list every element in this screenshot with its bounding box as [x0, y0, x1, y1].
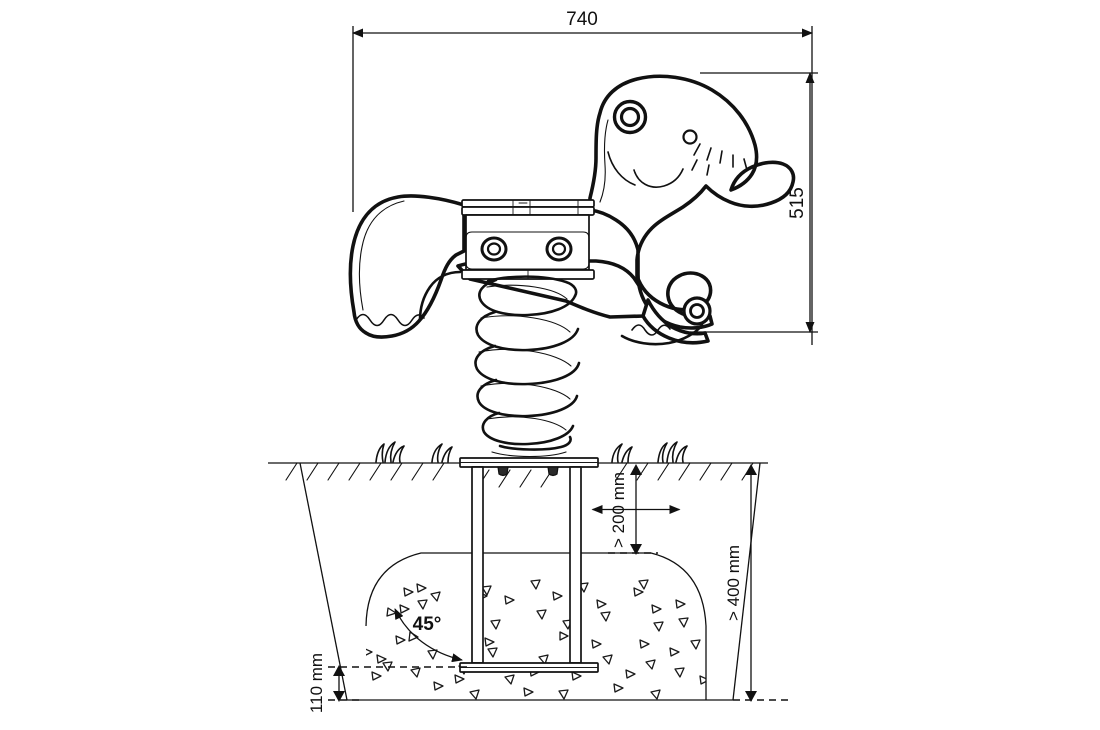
animal-front-leg: [620, 296, 712, 346]
tail: [348, 194, 466, 339]
anchor-base-plate: [459, 662, 599, 673]
seat-plate: [461, 199, 595, 216]
spring-rider-animal-body: [348, 74, 796, 346]
eye-handle: [612, 99, 648, 135]
concrete-cover-depth-label: > 200 mm: [609, 472, 628, 548]
anchor-post: [459, 457, 599, 673]
mount-bolt-hole: [545, 236, 573, 262]
foundation-slope-angle-label: 45°: [413, 614, 442, 635]
overall-height-dimension: 515: [690, 72, 818, 333]
concrete-cover-depth-dimension: > 200 mm: [591, 464, 681, 555]
overall-width-label: 740: [566, 9, 598, 30]
footrest-peg: [682, 296, 712, 326]
grass-tuft: [375, 441, 688, 463]
overall-height-label: 515: [787, 187, 808, 219]
nostril: [682, 129, 698, 145]
base-plate-clearance-dimension: 110 mm: [307, 653, 470, 713]
foundation-depth-dimension: > 400 mm: [724, 464, 790, 702]
excavation-pit-outline: [299, 462, 761, 701]
foundation-slope-angle: 45°: [394, 608, 463, 663]
jaw-line: [607, 151, 636, 186]
coil-spring: [474, 275, 581, 457]
foundation-depth-label: > 400 mm: [724, 545, 743, 621]
mouth-curve: [633, 168, 684, 188]
spring-mount-block: [461, 214, 595, 280]
mane-hatching: [691, 143, 748, 176]
base-plate-clearance-label: 110 mm: [307, 653, 326, 713]
anchor-top-plate: [459, 457, 599, 477]
mount-bolt-hole: [480, 236, 508, 262]
animal-head: [588, 74, 796, 330]
concrete-aggregate-symbol: [366, 579, 706, 700]
animal-rear-leg: [418, 270, 462, 322]
